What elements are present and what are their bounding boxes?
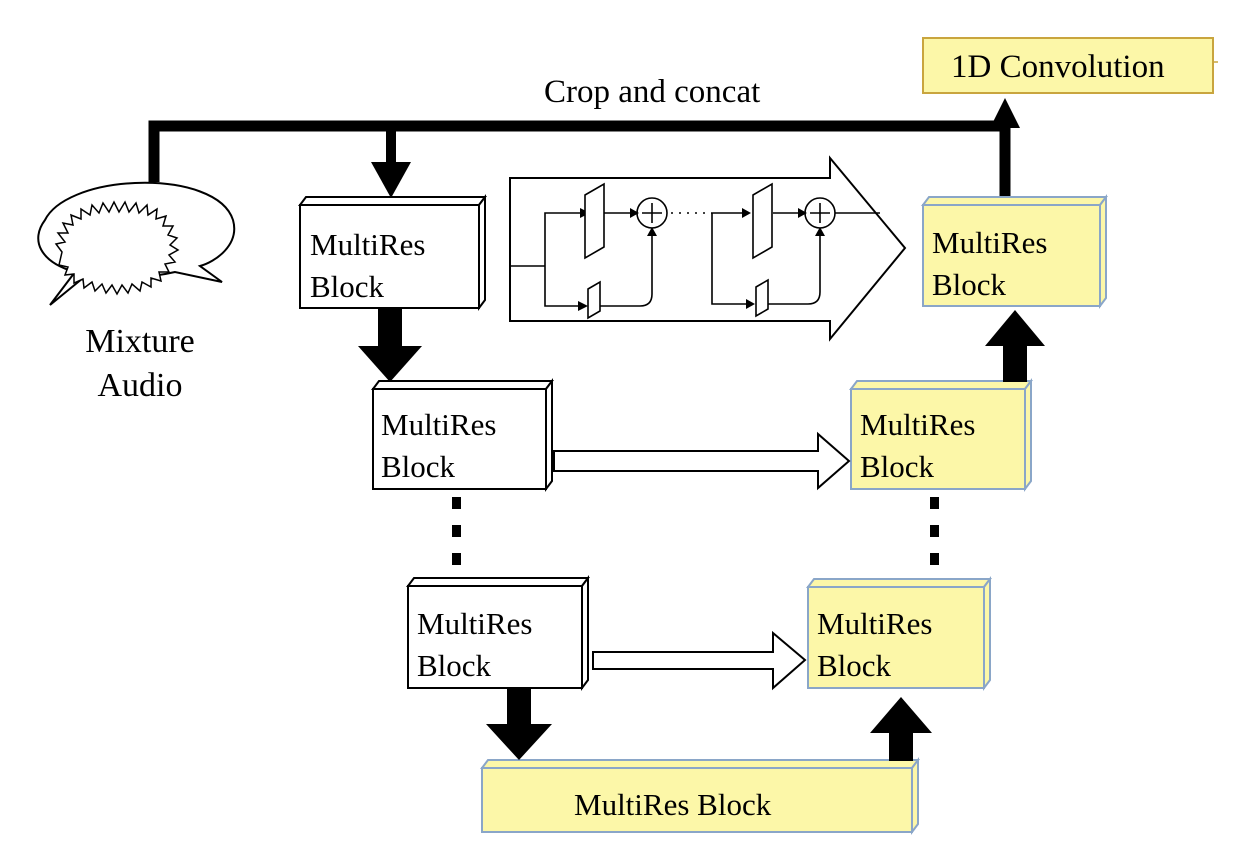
encoder-block-3-line1: MultiRes xyxy=(417,606,533,641)
down-arrow-encoder-2 xyxy=(486,688,552,760)
decoder-block-middle-line1: MultiRes xyxy=(860,407,976,442)
encoder-block-1-line1: MultiRes xyxy=(310,227,426,262)
up-arrow-decoder-1 xyxy=(870,697,932,761)
multires-detail-arrow xyxy=(509,155,907,342)
mixture-label-line1: Mixture xyxy=(85,323,195,360)
encoder-block-2-line2: Block xyxy=(381,449,456,484)
decoder-block-bottom-label: MultiRes Block xyxy=(817,603,932,687)
decoder-block-top-line1: MultiRes xyxy=(932,225,1048,260)
encoder-block-1-shape xyxy=(298,194,487,311)
crop-concat-label: Crop and concat xyxy=(544,74,761,110)
encoder-ellipsis xyxy=(452,497,461,565)
encoder-block-2-label: MultiRes Block xyxy=(381,404,496,488)
bottleneck-block-shape xyxy=(480,757,920,835)
down-arrow-encoder-1 xyxy=(358,308,422,382)
skip-arrow-middle xyxy=(553,431,851,491)
encoder-block-2-line1: MultiRes xyxy=(381,407,497,442)
output-conv-box xyxy=(922,37,1214,94)
mixture-audio-label: Mixture Audio xyxy=(60,320,220,408)
encoder-block-3-label: MultiRes Block xyxy=(417,603,532,687)
output-conv-label: 1D Convolution xyxy=(951,49,1165,85)
decoder-block-top-label: MultiRes Block xyxy=(932,222,1047,306)
decoder-block-top-shape xyxy=(921,194,1108,309)
encoder-block-1-line2: Block xyxy=(310,269,385,304)
mixture-label-line2: Audio xyxy=(97,367,183,404)
decoder-block-middle-shape xyxy=(849,378,1033,492)
decoder-block-bottom-line2: Block xyxy=(817,648,892,683)
crop-concat-connection xyxy=(148,98,1020,198)
skip-arrow-bottom xyxy=(592,630,807,691)
decoder-block-top-line2: Block xyxy=(932,267,1007,302)
up-arrow-decoder-2 xyxy=(985,310,1045,382)
encoder-block-3-line2: Block xyxy=(417,648,492,683)
speech-bubble-icon xyxy=(37,181,236,306)
encoder-block-2-shape xyxy=(371,378,554,492)
encoder-block-1-label: MultiRes Block xyxy=(310,224,425,308)
decoder-block-middle-line2: Block xyxy=(860,449,935,484)
decoder-ellipsis xyxy=(930,497,939,565)
decoder-block-middle-label: MultiRes Block xyxy=(860,404,975,488)
decoder-block-bottom-line1: MultiRes xyxy=(817,606,933,641)
bottleneck-block-label: MultiRes Block xyxy=(574,787,772,822)
decoder-block-bottom-shape xyxy=(806,576,992,691)
encoder-block-3-shape xyxy=(406,575,590,691)
